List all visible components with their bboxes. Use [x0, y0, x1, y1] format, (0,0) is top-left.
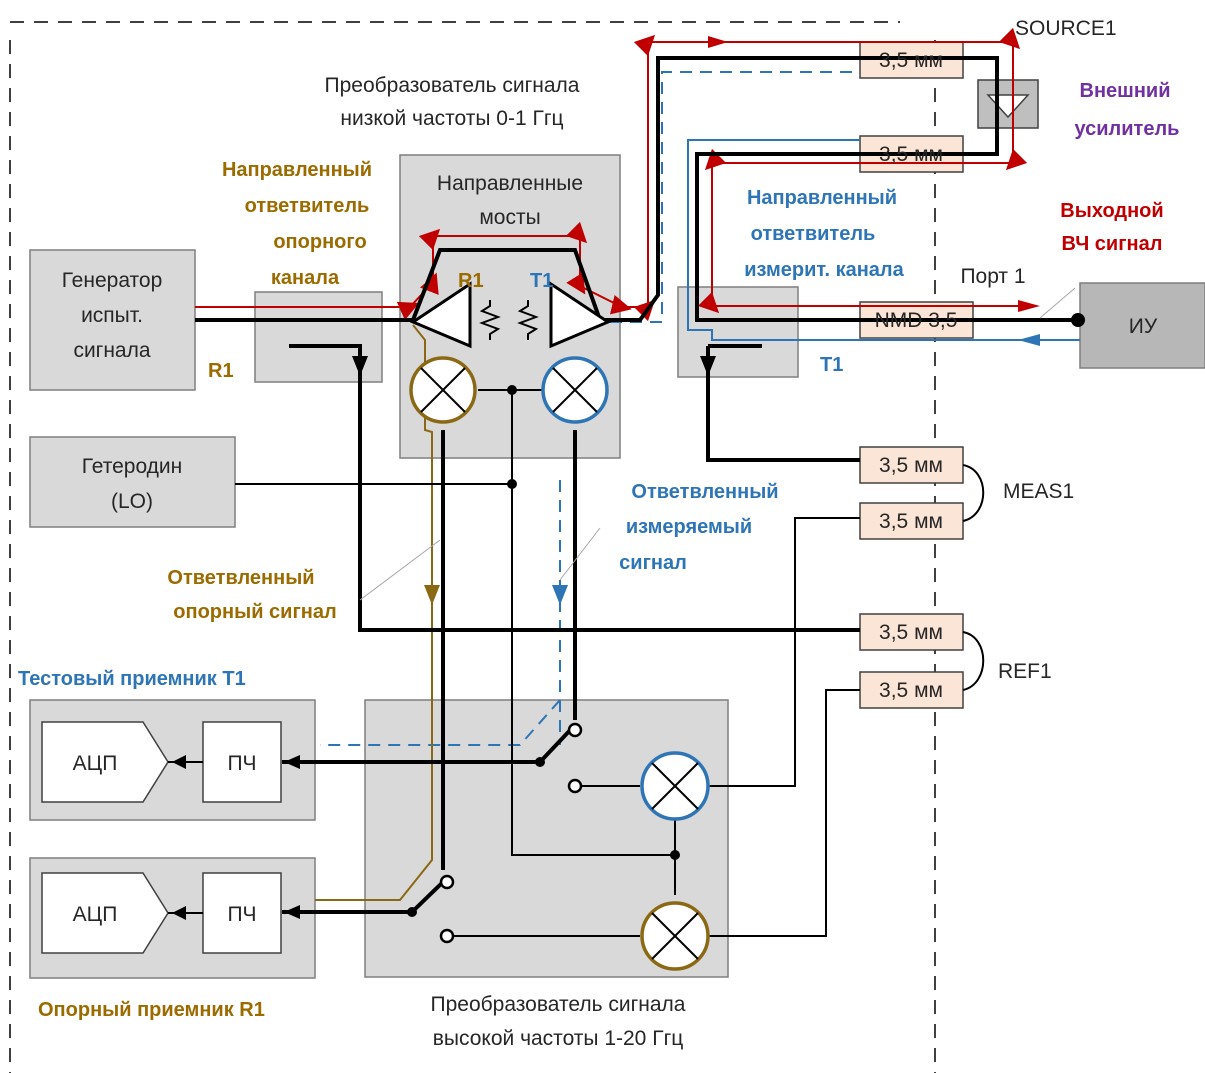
main-signal-lines [195, 56, 1080, 937]
ref-coupler-label-3: опорного [273, 231, 366, 253]
connector-label-source-in: 3,5 мм [879, 143, 943, 166]
t1-bridge-icon [549, 281, 612, 349]
mixer-r1-icon [409, 356, 477, 424]
test-receiver-title: Тестовый приемник T1 [18, 668, 246, 690]
ref1-label: REF1 [998, 660, 1052, 683]
if-ref-block [202, 872, 282, 954]
meas-coupler-label-2: ответвитель [751, 223, 876, 245]
lo-block [29, 436, 236, 528]
meas1-label: MEAS1 [1003, 480, 1074, 503]
generator-label-1: Генератор [62, 269, 163, 292]
adc-test-icon [41, 721, 169, 803]
generator-label-3: сигнала [73, 339, 150, 362]
branched-meas-label-2: измеряемый [626, 516, 752, 538]
connector-meas1-a [859, 446, 964, 484]
connector-label-meas1-a: 3,5 мм [879, 454, 943, 477]
ref-coupler-label-1: Направленный [222, 159, 372, 181]
r1-bridge-label: R1 [458, 270, 484, 292]
branched-ref-label-1: Ответвленный [167, 567, 314, 589]
dir-bridges-label-2: мосты [479, 206, 540, 229]
branched-meas-label-1: Ответвленный [631, 481, 778, 503]
port1-label: Порт 1 [960, 265, 1025, 288]
branched-ref-label-2: опорный сигнал [173, 601, 336, 623]
if-test-label: ПЧ [227, 752, 256, 775]
connector-label-source-out: 3,5 мм [879, 49, 943, 72]
junctions [407, 313, 1085, 944]
ref-receiver-title: Опорный приемник R1 [38, 999, 265, 1021]
dut-block [1079, 282, 1205, 369]
generator-block [29, 249, 196, 391]
ref-coupler-label-2: ответвитель [245, 195, 370, 217]
source1-label: SOURCE1 [1015, 17, 1117, 40]
meas1-jumper [962, 464, 985, 522]
lo-label-2: (LO) [111, 490, 153, 513]
ref1-jumper [962, 631, 985, 691]
connector-ref1-a [859, 613, 964, 651]
hf-converter-title-2: высокой частоты 1-20 Ггц [433, 1027, 684, 1050]
connector-label-ref1-a: 3,5 мм [879, 621, 943, 644]
resistor-t1-icon [517, 300, 539, 340]
branched-meas-label-3: сигнал [619, 552, 687, 574]
external-amplifier-label-1: Внешний [1080, 80, 1171, 102]
adc-test-label: АЦП [73, 752, 118, 775]
connector-ref1-b [859, 671, 964, 709]
output-rf-label-1: Выходной [1060, 200, 1163, 222]
adc-ref-icon [41, 872, 169, 954]
t1-bridge-label: T1 [530, 270, 553, 292]
hf-converter-block [364, 699, 729, 978]
external-amplifier-label-2: усилитель [1075, 118, 1180, 140]
t1-coupler-label: T1 [820, 354, 843, 376]
connector-label-meas1-b: 3,5 мм [879, 510, 943, 533]
resistor-r1-icon [479, 300, 501, 340]
lf-converter-title-1: Преобразователь сигнала [325, 74, 580, 97]
if-ref-label: ПЧ [227, 903, 256, 926]
mixer-hf-meas-icon [640, 751, 710, 821]
connector-label-port1: NMD 3,5 [875, 309, 958, 332]
connectors [859, 41, 974, 709]
meas-coupler-label-1: Направленный [747, 187, 897, 209]
generator-label-2: испыт. [81, 304, 143, 327]
r1-bridge-icon [409, 281, 472, 349]
dir-bridges-label-1: Направленные [437, 172, 583, 195]
meas-coupler-label-3: измерит. канала [744, 259, 904, 281]
adc-ref-label: АЦП [73, 903, 118, 926]
hf-converter-title-1: Преобразователь сигнала [431, 993, 686, 1016]
mixer-hf-ref-icon [640, 901, 710, 971]
mixer-t1-icon [541, 356, 609, 424]
connector-label-ref1-b: 3,5 мм [879, 679, 943, 702]
output-rf-label-2: ВЧ сигнал [1062, 233, 1163, 255]
ref-coupler-label-4: канала [271, 267, 340, 289]
dut-label: ИУ [1129, 315, 1158, 338]
reference-signal-path [315, 324, 440, 901]
r1-coupler-label: R1 [208, 360, 234, 382]
connector-meas1-b [859, 502, 964, 540]
lo-label-1: Гетеродин [82, 455, 183, 478]
source-signal-path [195, 27, 1040, 322]
lf-converter-title-2: низкой частоты 0-1 Ггц [340, 107, 563, 130]
